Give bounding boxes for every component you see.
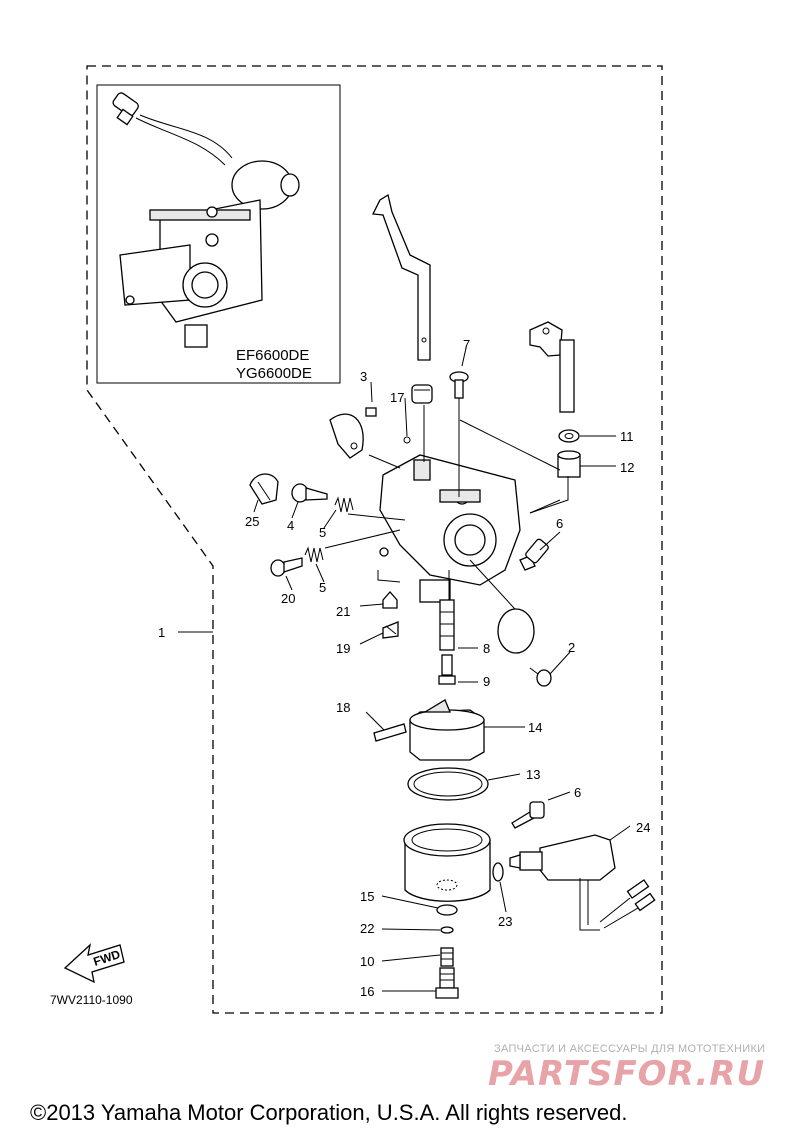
callout-13: 13 [526,767,540,782]
callout-1: 1 [158,625,165,640]
nozzle-part-8 [439,599,455,651]
callout-18: 18 [336,700,350,715]
inset-carburetor-sketch [112,92,300,348]
callout-7: 7 [463,337,470,352]
inset-panel: EF6600DE YG6600DE [96,84,341,384]
callout-23: 23 [498,914,512,929]
callout-11: 11 [620,429,634,444]
callout-21: 21 [336,604,350,619]
watermark-caption: ЗАПЧАСТИ И АКСЕССУАРЫ ДЛЯ МОТОТЕХНИКИ [494,1043,766,1055]
screw-part-7 [449,371,469,399]
plate-part-2 [497,608,552,687]
pin-part-18 [373,723,407,742]
jet-part-21 [382,591,398,609]
clip-part-19 [382,621,399,639]
assembly-boundary [86,65,663,1014]
copyright-notice: ©2013 Yamaha Motor Corporation, U.S.A. A… [30,1100,628,1125]
jet-part-10 [440,947,454,967]
screw-part-6b [511,801,545,829]
callout-15: 15 [360,889,374,904]
washer-part-11 [558,429,580,443]
callout-25: 25 [245,514,259,529]
gasket-part-13 [407,767,489,801]
callout-3: 3 [360,369,367,384]
callout-6a: 6 [556,516,563,531]
callout-17: 17 [390,390,404,405]
float-bowl-part [403,823,491,902]
callout-16: 16 [360,984,374,999]
callout-24: 24 [636,820,650,835]
inset-model-2: YG6600DE [236,365,312,382]
callout-2: 2 [568,640,575,655]
callout-4: 4 [287,518,294,533]
washer-part-23 [492,862,504,882]
solenoid-part-24 [509,834,656,931]
callout-19: 19 [336,641,350,656]
callout-22: 22 [360,921,374,936]
callout-5b: 5 [319,580,326,595]
screw-part-6a [519,538,549,571]
watermark-logo: PARTSFOR.RU [488,1054,766,1094]
callout-10: 10 [360,954,374,969]
oring-part-22 [440,926,454,934]
figure-code: 7WV2110-1090 [50,993,133,1007]
cover-plate-part-3 [329,407,377,459]
spring-part-5a [334,496,354,513]
choke-piece-part-25 [249,473,279,505]
callout-20: 20 [281,591,295,606]
carburetor-body-part [379,454,521,603]
leader-lines [178,347,631,992]
callout-12: 12 [620,460,634,475]
callout-6b: 6 [574,785,581,800]
float-part-14 [409,699,485,761]
callout-labels: 1 2 3 4 5 5 6 6 7 8 9 10 11 12 13 14 15 … [158,337,650,999]
drain-bolt-part-16 [435,967,459,999]
choke-lever-part [371,193,431,361]
screw-part-4 [291,483,328,503]
callout-14: 14 [528,720,542,735]
jet-part-9 [438,654,456,685]
callout-9: 9 [483,674,490,689]
screw-part-20 [270,557,303,577]
washer-part-15 [436,904,458,916]
throttle-shaft-part [529,321,575,413]
callout-5a: 5 [319,525,326,540]
callout-8: 8 [483,641,490,656]
plug-part-17 [411,384,433,404]
fwd-arrow-icon: FWD [63,943,125,984]
inset-model-1: EF6600DE [236,347,309,364]
spring-part-5b [304,546,324,563]
collar-part-12 [557,450,581,478]
